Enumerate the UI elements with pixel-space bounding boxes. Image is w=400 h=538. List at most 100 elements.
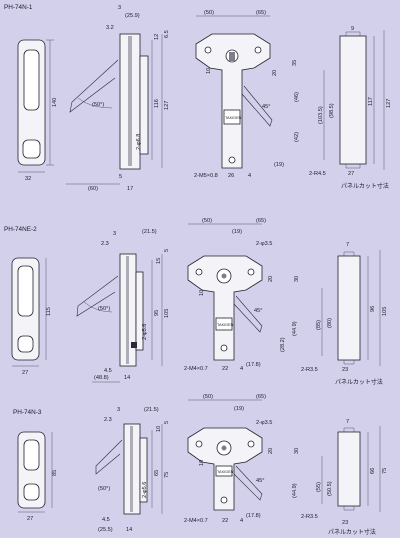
dim-rear-30: 30 (294, 276, 300, 282)
dim-rear-screw: 2-M4×0.7 (184, 518, 208, 524)
cutout-outline (337, 431, 361, 507)
open-handle (69, 59, 119, 113)
rear-plate (187, 255, 263, 361)
side-lock (135, 271, 144, 351)
dim-rear-hole: 2-φ3.5 (256, 420, 272, 426)
dim-bottom-b: 4.5 (104, 368, 112, 374)
dim-t15: 15 (156, 258, 162, 264)
dim-t6-5: 6.5 (164, 30, 170, 38)
side-lock (139, 55, 149, 155)
open-handle (95, 439, 123, 475)
dim-rear-hole: 2-φ3.5 (256, 241, 272, 247)
dim-bottom-a: (25.5) (98, 527, 113, 533)
dim-cutout-bw: 23 (342, 367, 348, 373)
dim-cutout-h2: 105 (382, 307, 388, 316)
dim-bottom-a: (60) (88, 186, 98, 192)
side-view: 3 3.2 (25.9) 12 6.5 116 127 (50°) 2-φ6.8… (66, 5, 170, 192)
dim-rear-19: (19) (274, 162, 284, 168)
dim-front-width: 27 (27, 516, 33, 522)
dim-rear-right: (65) (256, 218, 266, 224)
open-handle (76, 275, 119, 317)
dim-depth: (21.5) (142, 229, 157, 235)
front-view: 85 27 (17, 431, 58, 522)
handle-grip (17, 265, 34, 317)
dim-total: 127 (164, 101, 170, 110)
dim-cutout-w1: (55) (316, 482, 322, 492)
dim-cutout-w1: (103.5) (318, 106, 324, 124)
dim-rear-20: 20 (268, 448, 274, 454)
dim-cutout-top: 7 (346, 419, 349, 425)
side-lock (139, 437, 148, 503)
section-ph-74ne-2: PH-74NE-2 115 27 3 2.3 (21.5) 15 5 95 (4, 218, 388, 386)
dim-cutout-radius: 2-R3.5 (301, 367, 318, 373)
cutout-outline (337, 255, 361, 361)
dim-rear-angle: 45° (262, 104, 270, 110)
section-ph-74n-1: PH-74N-1 140 32 3 3.2 (25.9) 12 6.5 116 (4, 4, 392, 192)
dim-front-height: 115 (46, 307, 52, 316)
dim-front-height: 140 (52, 98, 58, 107)
dim-rear-28-2: (28.2) (280, 337, 286, 352)
dim-flange: 3.2 (106, 25, 114, 31)
rear-label: TAKIGEN (217, 323, 234, 327)
dim-mid: 65 (154, 470, 160, 476)
cutout-caption: パネルカット寸法 (328, 528, 376, 536)
dim-total: 75 (164, 472, 170, 478)
dim-rear-20: 20 (272, 70, 278, 76)
dim-rear-46: (46) (294, 92, 300, 102)
dim-hole: 2-φ5.6 (142, 324, 148, 340)
dim-cutout-w2: (50.5) (327, 481, 333, 496)
rear-view: TAKIGEN (50) (65) 35 20 10 (46) (42) (19… (194, 10, 300, 179)
dim-rear-44-9: (44.9) (292, 483, 298, 498)
dim-rear-4: 4 (248, 173, 251, 179)
dim-cutout-w2: (80) (327, 318, 333, 328)
dim-top-offset: 3 (117, 407, 120, 413)
dim-top-offset: 3 (113, 231, 116, 237)
dim-hole: 2-φ5.6 (142, 482, 148, 498)
dim-front-height: 85 (52, 470, 58, 476)
cutout-caption: パネルカット寸法 (341, 182, 389, 190)
dim-rear-42: (42) (294, 132, 300, 142)
model-title: PH-74N-1 (4, 4, 33, 11)
dim-rear-20: 20 (268, 276, 274, 282)
dim-bottom-c: 17 (127, 186, 133, 192)
dim-t10: 10 (156, 426, 162, 432)
key-cover (23, 483, 40, 501)
dim-cutout-top: 7 (346, 242, 349, 248)
dim-bottom-b: 4.5 (102, 517, 110, 523)
dim-rear-10: 10 (199, 460, 205, 466)
dim-rear-22: 22 (222, 518, 228, 524)
dim-cutout-bw: 27 (348, 171, 354, 177)
rear-label: TAKIGEN (225, 116, 242, 120)
dim-rear-30: 30 (294, 448, 300, 454)
dim-rear-left: (50) (204, 10, 214, 16)
dim-rear-44-9: (44.9) (292, 321, 298, 336)
cutout-caption: パネルカット寸法 (335, 378, 383, 386)
dim-flange: 2.3 (104, 417, 112, 423)
dim-bottom-a: (48.8) (94, 375, 109, 381)
dim-rear-angle: 45° (256, 478, 264, 484)
model-title: PH-74NE-2 (4, 226, 37, 233)
dim-mid: 95 (154, 310, 160, 316)
dim-cutout-radius: 2-R3.5 (301, 514, 318, 520)
dim-rear-10: 10 (199, 290, 205, 296)
dim-rear-17-8: (17.8) (246, 362, 261, 368)
dim-hole: 2-φ6.8 (136, 134, 142, 150)
dim-rear-26: 26 (228, 173, 234, 179)
cutout-outline (339, 35, 367, 165)
dim-bottom-b: 5 (119, 174, 122, 180)
dim-cutout-radius: 2-R4.5 (309, 171, 326, 177)
rear-plate (195, 33, 271, 169)
dim-t12: 12 (154, 34, 160, 40)
dim-bottom-c: 14 (126, 527, 132, 533)
dim-angle: (50°) (98, 306, 110, 312)
panel-cutout: 7 (85) (80) 96 105 2-R3.5 23 パネルカット寸法 (301, 242, 388, 386)
dim-cutout-h1: 117 (368, 97, 374, 106)
rear-view: TAKIGEN (50) (65) (19) 2-φ3.5 30 20 10 (… (184, 394, 300, 524)
dim-t5: 5 (164, 421, 170, 424)
key-cover (17, 335, 34, 353)
section-ph-74n-3: PH-74N-3 85 27 3 2.3 (21.5) 10 5 65 75 (… (13, 394, 388, 536)
dim-rear-left: (50) (202, 218, 212, 224)
dim-rear-22: 22 (222, 366, 228, 372)
